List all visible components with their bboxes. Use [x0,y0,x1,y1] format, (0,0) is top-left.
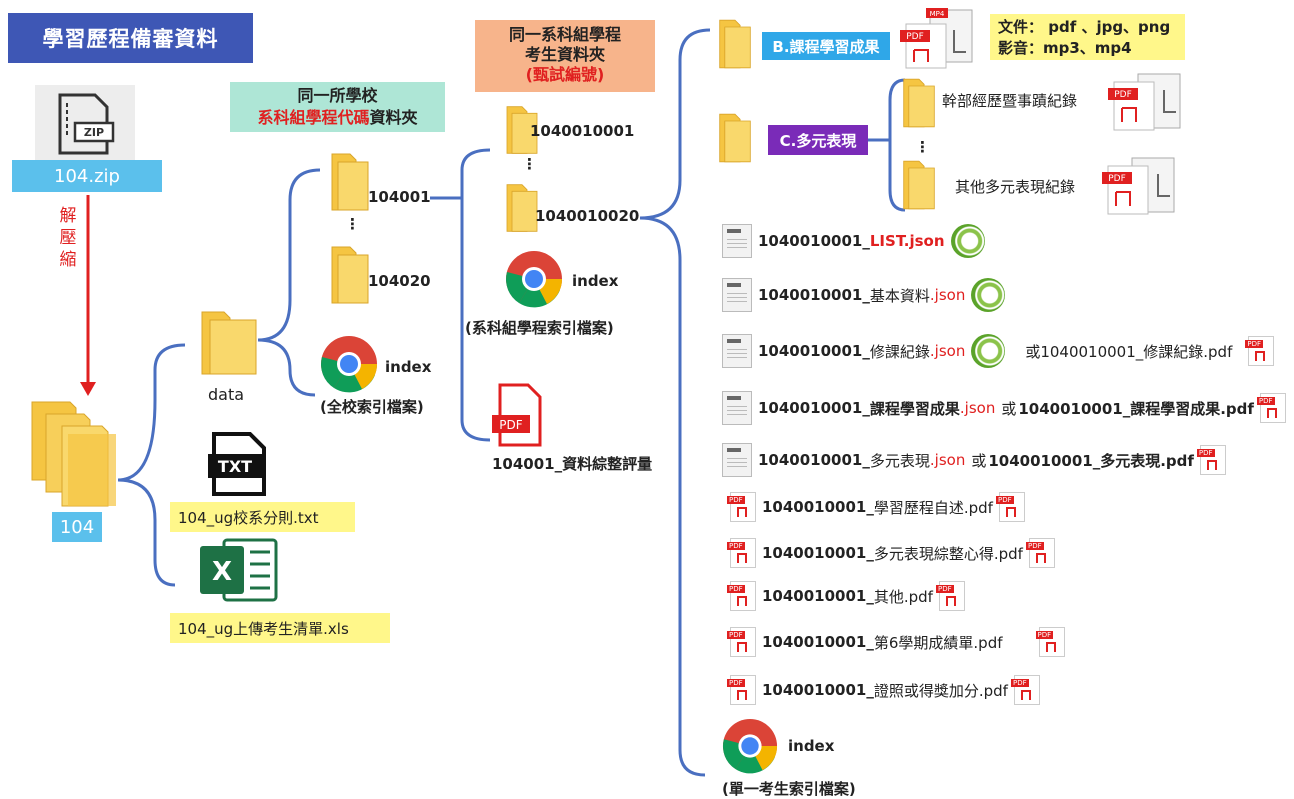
dept-index-caption: (系科組學程索引檔案) [465,319,614,337]
dept-folder-last-icon [331,246,369,304]
dept-index-label: index [572,272,619,290]
school-folder-box: 同一所學校 系科組學程代碼資料夾 [230,82,445,132]
chrome-student-index-icon [722,718,778,774]
media-files-icon: MP4 PDF [900,8,973,69]
excel-file-icon: X [200,538,278,602]
txt-file-icon: TXT [208,432,266,496]
file-row-certificates: 1040010001_證照或得獎加分.pdf [727,675,1040,705]
svg-text:PDF: PDF [1114,90,1132,100]
file-row-reflection: 1040010001_多元表現綜整心得.pdf [727,538,1055,568]
folder-104-label: 104 [52,512,102,542]
json-status-icon [971,278,1006,312]
svg-text:MP4: MP4 [930,10,945,18]
dept-folder-last-label: 104020 [368,272,431,290]
student-folder-last-label: 1040010020 [535,207,640,225]
txt-file-name: 104_ug校系分則.txt [170,502,355,532]
pdf-icon [935,581,965,611]
student-folder-dots: ⋮ [522,155,537,173]
student-folder-first-icon [506,106,538,154]
svg-text:ZIP: ZIP [84,126,104,139]
pdf-icon [727,538,756,568]
pdf-icon [727,492,756,522]
svg-text:PDF: PDF [1108,174,1126,184]
pdf-icon [995,492,1025,522]
pdf-icon [1025,538,1055,568]
svg-text:TXT: TXT [218,457,252,476]
student-index-label: index [788,737,835,755]
pdf-icon [1010,675,1040,705]
json-doc-icon [722,443,752,477]
format-note: 文件： pdf 、jpg、png 影音：mp3、mp4 [990,14,1185,60]
diverse-folder-icon [719,113,751,163]
pdf-file-icon: PDF [492,383,542,447]
file-row-autobiography: 1040010001_學習歷程自述.pdf [727,492,1025,522]
diverse-sub2-label: 其他多元表現紀錄 [955,178,1076,196]
school-index-caption: (全校索引檔案) [320,398,424,416]
data-folder-icon [201,311,257,375]
chrome-dept-index-icon [506,251,563,308]
svg-text:PDF: PDF [906,32,924,42]
diverse-sub1-label: 幹部經歷暨事蹟紀錄 [942,92,1078,110]
json-doc-icon [722,224,752,258]
page-title: 學習歷程備審資料 [8,13,253,63]
pdf-icon [1196,445,1226,475]
json-doc-icon [722,278,752,312]
json-doc-icon [722,334,752,368]
dept-folder-first-icon [331,153,369,211]
folder-stack-icon [31,401,116,507]
zip-filename: 104.zip [12,160,162,192]
chrome-index-icon [321,336,378,393]
student-folder-last-icon [506,184,538,232]
pdf-icon [1245,336,1275,366]
course-results-folder-icon [719,19,751,69]
course-results-label: B.課程學習成果 [762,32,890,60]
school-index-label: index [385,358,432,376]
pdf-icon [727,627,756,657]
xls-file-name: 104_ug上傳考生清單.xls [170,613,390,643]
pdf-icon [727,675,756,705]
pdf-icon [1035,627,1065,657]
diverse-sub2-folder-icon [903,160,935,210]
diverse-sub1-folder-icon [903,78,935,128]
json-status-icon [950,224,985,258]
data-folder-label: data [208,385,245,404]
dept-folder-first-label: 104001 [368,188,431,206]
file-row-transcript: 1040010001_第6學期成績單.pdf [727,627,1065,657]
diverse-sub2-files-icon: PDF [1102,157,1175,215]
dept-pdf-name: 104001_資料綜整評量 [492,455,653,473]
file-row-other: 1040010001_其他.pdf [727,581,965,611]
pdf-icon [1256,393,1286,423]
json-doc-icon [722,391,752,425]
file-row-basic-json: 1040010001_基本資料.json [722,278,1006,312]
student-folder-first-label: 1040010001 [530,122,635,140]
file-row-courses: 1040010001_修課紀錄.json 或1040010001_修課紀錄.pd… [722,334,1275,368]
student-index-caption: (單一考生索引檔案) [722,780,856,798]
dept-folder-dots: ⋮ [345,215,360,233]
svg-text:PDF: PDF [499,418,522,432]
pdf-icon [727,581,756,611]
svg-text:X: X [212,557,232,587]
diverse-label: C.多元表現 [768,125,868,155]
student-folder-box: 同一系科組學程 考生資料夾 (甄試編號) [475,20,655,92]
unzip-label: 解壓縮 [59,206,77,270]
json-status-icon [971,334,1006,368]
diverse-sub1-files-icon: PDF [1108,73,1181,131]
file-row-list-json: 1040010001_LIST.json [722,224,985,258]
zip-file-icon: ZIP [35,85,135,160]
diverse-dots: ⋮ [915,138,930,156]
